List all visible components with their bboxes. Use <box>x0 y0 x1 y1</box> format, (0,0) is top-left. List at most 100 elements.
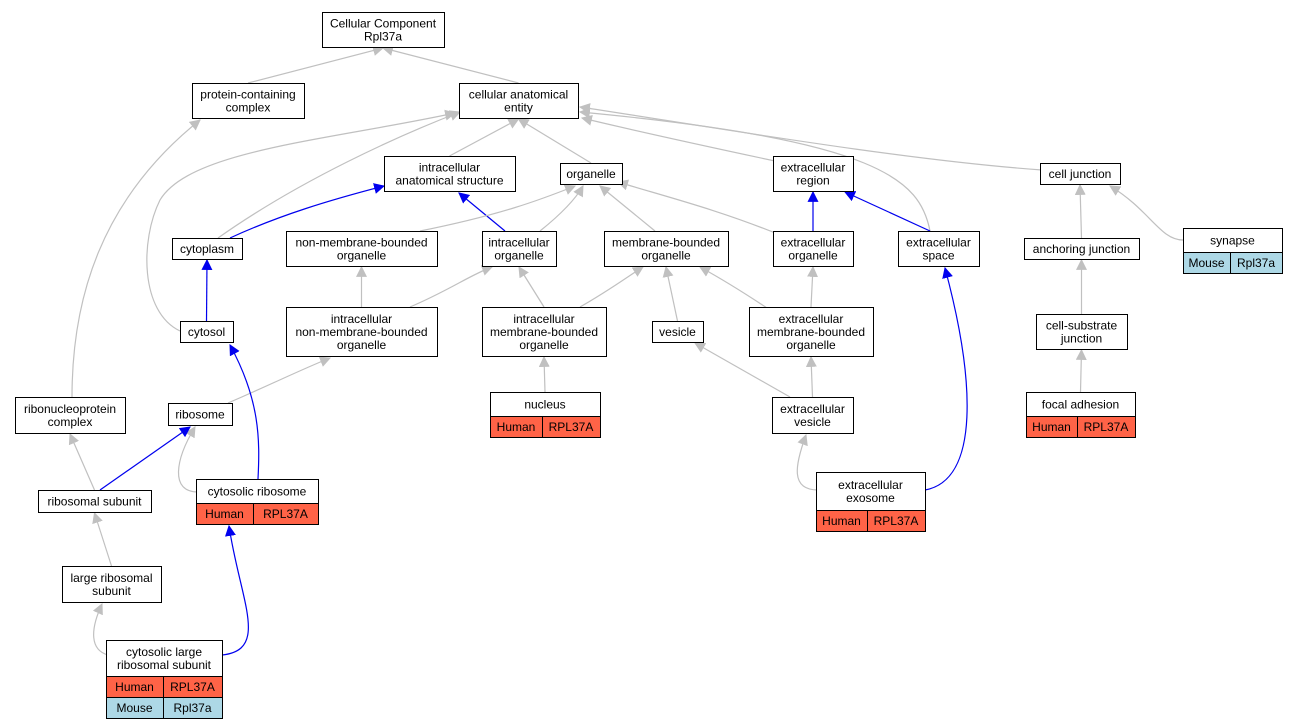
node-label-line: space <box>922 249 954 263</box>
node-box <box>459 83 579 119</box>
node-label-line: extracellular <box>779 312 844 326</box>
edge-ecv-to-vesicle <box>694 342 791 398</box>
node-box <box>652 321 704 343</box>
node-label-line: intracellular <box>331 312 392 326</box>
node-box <box>773 156 854 192</box>
gene-label: RPL37A <box>1084 420 1129 434</box>
edge-cytribo-to-ribosome <box>177 426 199 493</box>
gene-cell <box>1077 416 1136 438</box>
edge-ribsub-to-ribosome <box>99 426 191 491</box>
edge-ecr-to-cae <box>580 114 776 162</box>
node-organelle[interactable]: organelle <box>560 163 623 185</box>
node-label-line: organelle <box>788 249 838 263</box>
node-box <box>898 231 980 267</box>
node-box <box>286 307 438 357</box>
node-label-line: focal adhesion <box>1042 398 1119 412</box>
edge-cytribo-to-cytosol <box>229 344 260 480</box>
node-cytosol[interactable]: cytosol <box>180 321 234 343</box>
node-box <box>482 231 557 267</box>
edge-organelle-to-cae <box>517 118 592 164</box>
edges <box>68 45 1184 656</box>
node-vesicle[interactable]: vesicle <box>652 321 704 343</box>
node-box <box>172 238 243 260</box>
node-label-line: non-membrane-bounded <box>295 325 427 339</box>
edge-imbo-to-mbo <box>579 266 644 308</box>
edge-anchoring-to-cell_junction <box>1074 183 1086 239</box>
edge-mbo-to-organelle <box>599 185 656 232</box>
species-label: Human <box>822 514 861 528</box>
node-label-line: cytosol <box>188 325 225 339</box>
edge-clrs-to-lrs <box>92 603 109 656</box>
gene-cell <box>542 416 601 438</box>
node-label-line: cytosolic ribosome <box>208 485 307 499</box>
gene-label: RPL37A <box>874 514 919 528</box>
edge-cytoplasm-to-ias <box>229 183 386 239</box>
node-label-line: large ribosomal <box>70 571 152 585</box>
node-label-line: membrane-bounded <box>490 325 598 339</box>
edge-imbo-to-io <box>518 266 545 308</box>
gene-cell <box>253 503 319 525</box>
edge-ecs-to-cae <box>578 107 931 232</box>
node-ribosome[interactable]: ribosome <box>168 403 233 426</box>
node-box <box>180 321 234 343</box>
node-label-line: cytoplasm <box>180 242 234 256</box>
edge-cytoplasm-to-cae <box>217 110 462 239</box>
node-box <box>482 307 607 357</box>
gene-label: RPL37A <box>549 420 594 434</box>
edge-cell_junction-to-cae <box>578 103 1043 171</box>
node-inmbo[interactable]: intracellularnon-membrane-boundedorganel… <box>286 307 438 357</box>
gene-label: RPL37A <box>263 507 308 521</box>
edge-vesicle-to-mbo <box>662 265 679 322</box>
edge-nucleus-to-imbo <box>538 355 550 393</box>
node-label-line: organelle <box>337 249 387 263</box>
species-label: Human <box>205 507 244 521</box>
node-cytoplasm[interactable]: cytoplasm <box>172 238 243 260</box>
node-box <box>1024 238 1140 260</box>
node-label-line: vesicle <box>794 415 831 429</box>
node-label-line: extracellular <box>781 236 846 250</box>
node-anchoring[interactable]: anchoring junction <box>1024 238 1140 260</box>
node-label-line: junction <box>1060 332 1102 346</box>
node-label-line: synapse <box>1210 234 1255 248</box>
node-ribsub[interactable]: ribosomal subunit <box>38 490 152 513</box>
edge-cae-to-root <box>381 45 519 84</box>
node-label-line: anchoring junction <box>1033 242 1130 256</box>
node-label-line: ribosome <box>175 408 225 422</box>
node-box <box>168 403 233 426</box>
edge-ribosome-to-inmbo <box>227 356 332 404</box>
node-box <box>322 12 445 48</box>
edge-ribsub-to-rnp <box>68 432 96 491</box>
node-label-line: nucleus <box>524 398 565 412</box>
node-cell_junction[interactable]: cell junction <box>1040 163 1121 185</box>
node-label-line: subunit <box>92 584 131 598</box>
edge-lrs-to-ribsub <box>92 511 113 567</box>
gene-cell <box>1230 252 1283 274</box>
node-box <box>62 566 162 603</box>
node-label-line: organelle <box>519 338 569 352</box>
edge-inmbo-to-io <box>409 265 494 308</box>
species-label: Human <box>115 680 154 694</box>
species-label: Human <box>497 420 536 434</box>
